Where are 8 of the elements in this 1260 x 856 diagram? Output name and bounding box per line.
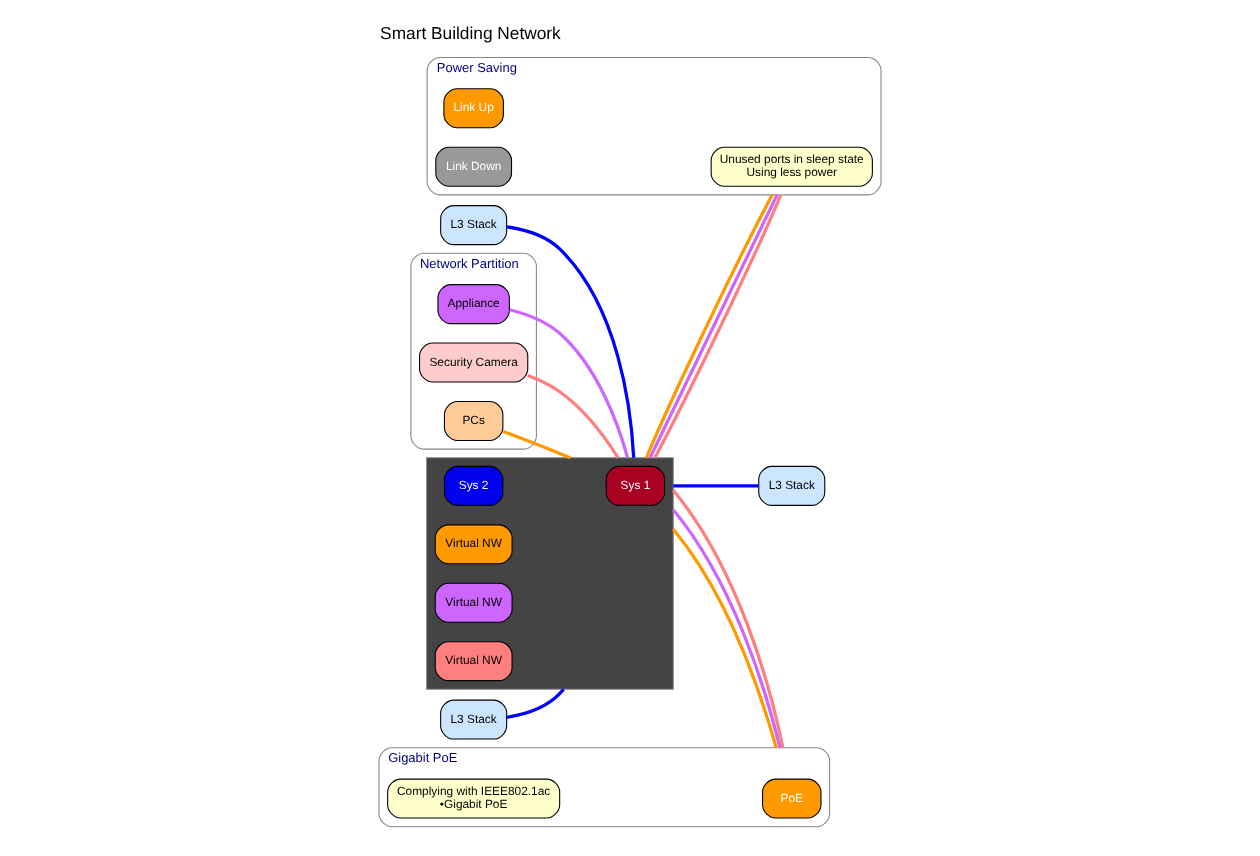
cluster [426,457,674,690]
connector [506,688,565,719]
connector [509,308,630,459]
connector [506,225,636,458]
diagram-title: Smart Building Network [380,22,561,43]
connector [502,429,571,460]
connector [527,374,620,459]
connector [673,484,759,488]
